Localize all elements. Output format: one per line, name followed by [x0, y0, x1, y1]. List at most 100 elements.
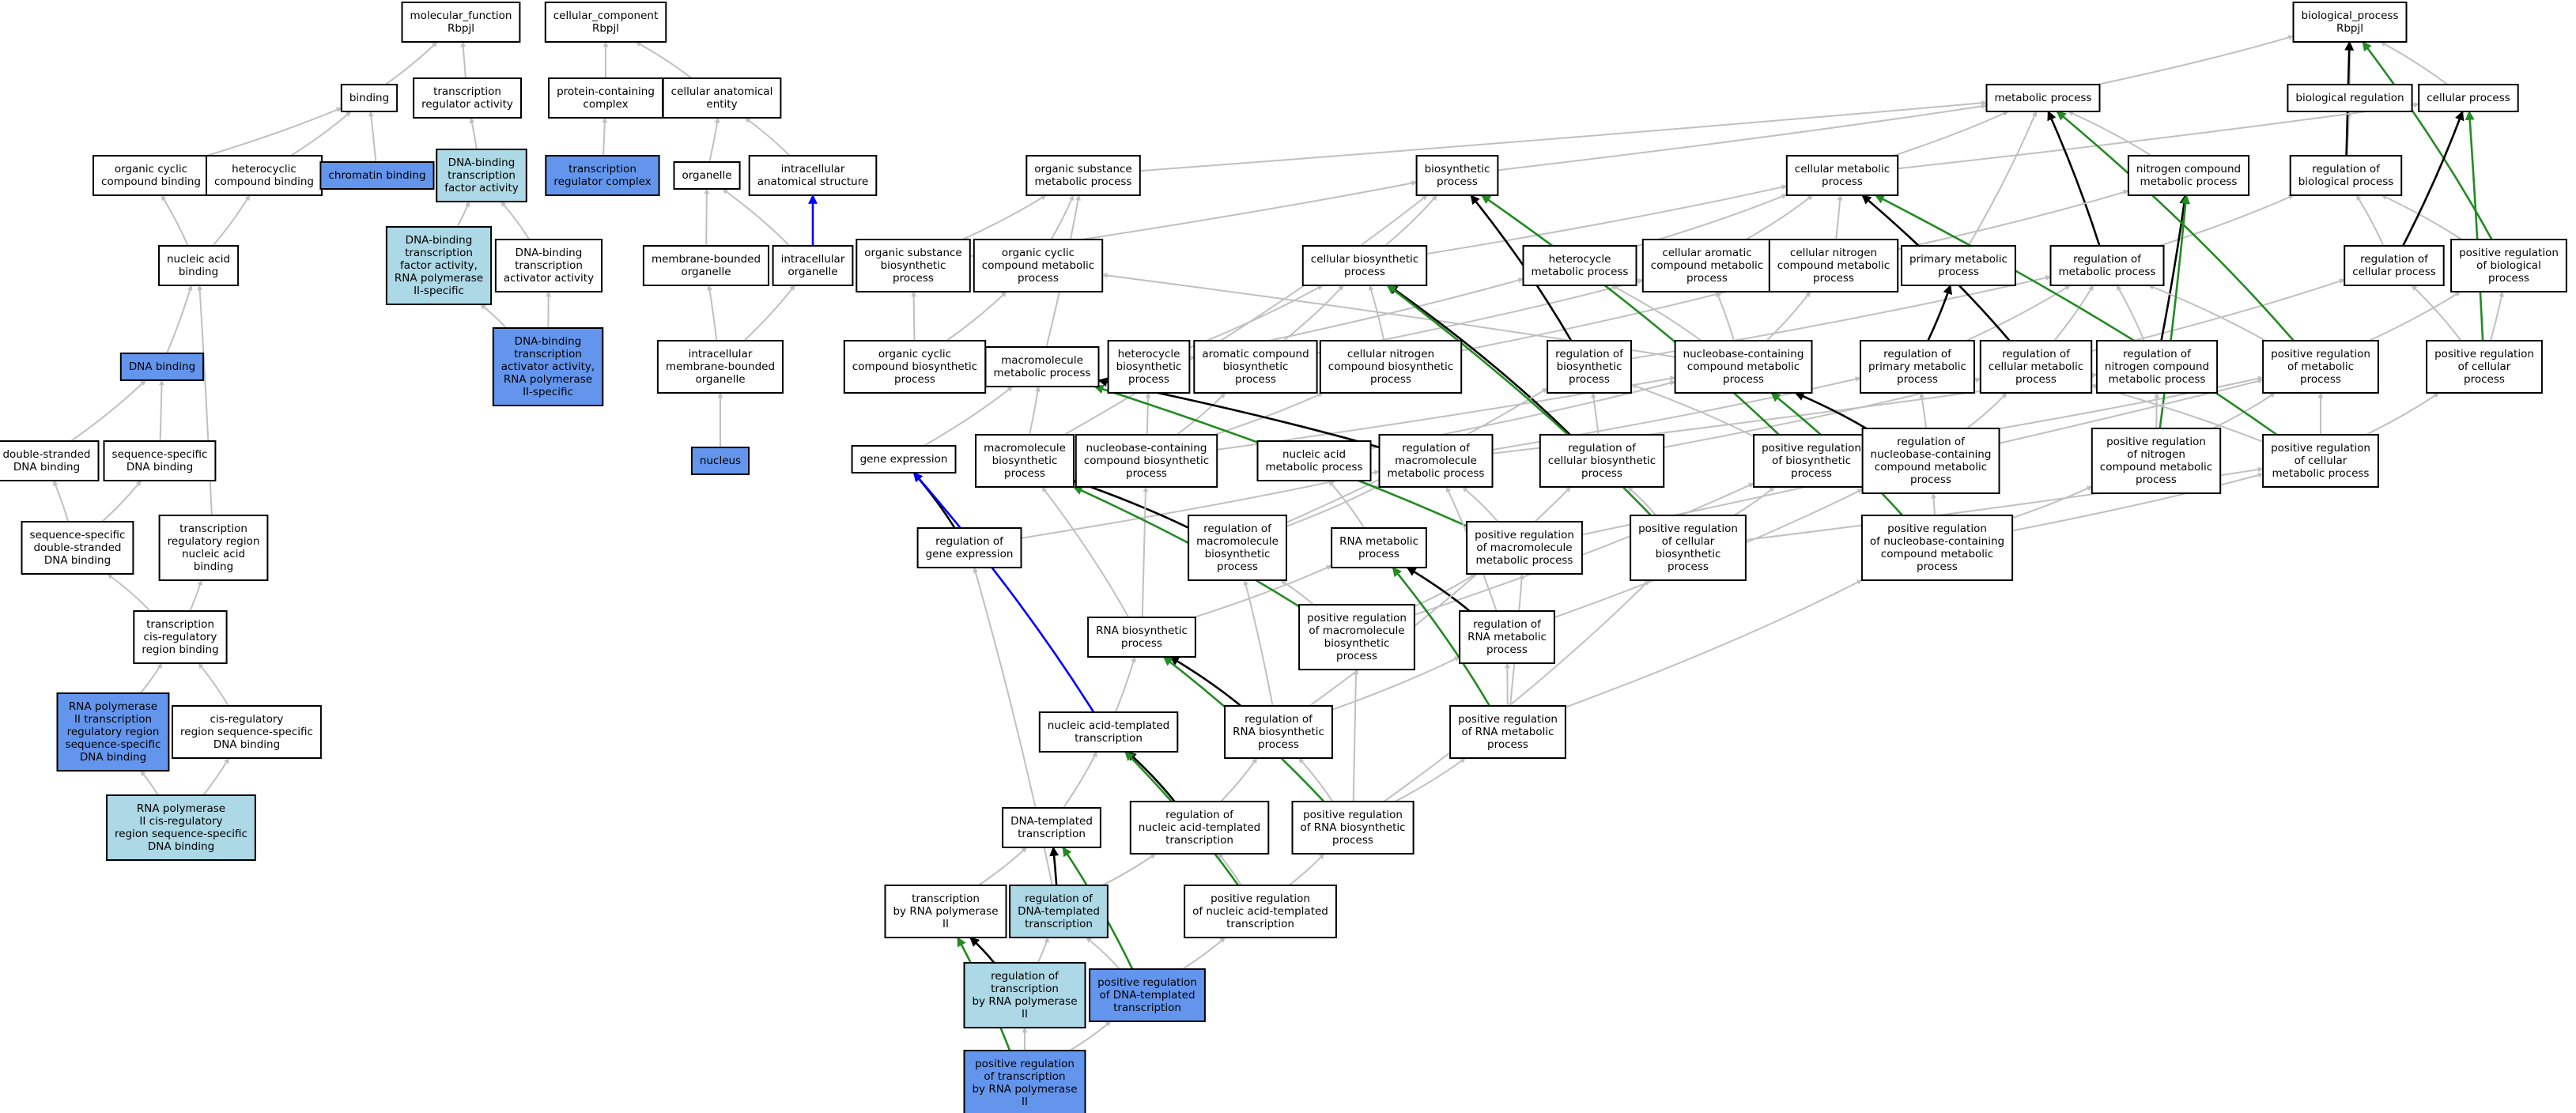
go-term-label-line: molecular_function — [410, 9, 512, 22]
go-term-label-line: intracellular — [781, 253, 845, 266]
go-term-box — [492, 327, 604, 406]
go-term-label-line: biosynthetic — [1557, 360, 1622, 373]
go-term-box — [1985, 84, 2101, 112]
go-term-label-line: DNA binding — [213, 738, 280, 751]
go-term-label-line: process — [1126, 467, 1167, 480]
go-term-label-line: cellular aromatic — [1662, 247, 1751, 259]
go-term-label-line: process — [1336, 650, 1377, 662]
go-term-box — [1979, 340, 2093, 394]
go-term-box — [21, 521, 134, 575]
go-term-label-line: DNA-templated — [1018, 905, 1100, 918]
go-term-label-line: of RNA biosynthetic — [1300, 821, 1405, 834]
go-term-label-line: process — [1487, 738, 1528, 751]
go-term-box — [436, 149, 527, 202]
go-term-label-line: of transcription — [984, 1070, 1065, 1083]
go-term-label-line: heterocyclic — [232, 163, 297, 175]
go-term-box — [2049, 245, 2165, 286]
go-term-label-line: organic cyclic — [878, 348, 951, 360]
go-term-box — [1753, 434, 1870, 488]
edge-prmbp-to-rmbp — [1280, 579, 1314, 606]
go-term-label-line: transcription — [1018, 828, 1086, 840]
go-term-label-line: II cis-regulatory — [139, 815, 222, 828]
go-term-box — [1860, 515, 2014, 581]
edge-cncmp-to-cmp — [1835, 194, 1843, 240]
go-term-label-line: process — [1938, 266, 1979, 278]
go-term-box — [1768, 239, 1899, 292]
edge-io-to-organelle — [722, 188, 791, 247]
go-term-box — [545, 155, 660, 196]
edge-tcrb-to-ssds — [107, 573, 151, 612]
go-term-label-line: chromatin binding — [328, 169, 425, 182]
go-term-label-line: transcription — [515, 259, 583, 272]
go-term-box — [103, 440, 217, 481]
go-term-label-line: RNA biosynthetic — [1233, 726, 1324, 738]
go-term-label-line: of cellular — [2295, 455, 2347, 467]
go-term-label-line: factor activity, — [400, 259, 478, 272]
go-term-label-line: process — [1822, 175, 1863, 188]
go-term-label-line: of macromolecule — [1309, 624, 1404, 637]
go-term-box — [1331, 527, 1427, 568]
go-term-label-line: II-specific — [414, 285, 464, 297]
go-term-label-line: regulation of — [1025, 892, 1093, 905]
go-term-label-line: of nucleic acid-templated — [1192, 905, 1328, 918]
go-term-label-line: DNA binding — [129, 360, 195, 373]
edge-prcbp-to-rcbp — [1627, 486, 1657, 516]
edge-prcbp-to-prbsp — [1733, 486, 1775, 516]
edge-prncmp-to-prmp — [2212, 392, 2276, 429]
edge-mp-to-bp — [2097, 35, 2295, 85]
go-term-box — [56, 692, 170, 772]
go-term-box — [642, 245, 770, 286]
go-term-label-line: region binding — [142, 643, 218, 656]
go-term-box — [106, 794, 256, 861]
edge-prncmp-to-ncmp — [2159, 194, 2191, 429]
go-term-box — [1184, 885, 1337, 938]
go-term-label-line: of biosynthetic — [1772, 455, 1851, 467]
go-term-label-line: process — [1791, 467, 1832, 480]
go-term-box — [1089, 968, 1206, 1022]
go-term-box — [963, 1050, 1086, 1113]
edge-rcp-to-cp — [2401, 110, 2465, 247]
edge-rnabp-to-rnamp — [1194, 564, 1332, 618]
go-term-label-line: regulation of — [1473, 618, 1542, 631]
go-term-label-line: transcription — [146, 618, 214, 631]
go-term-label-line: transcription — [433, 85, 501, 98]
edge-nab-to-ocb — [161, 194, 189, 247]
go-term-label-line: II — [1022, 1008, 1028, 1021]
go-term-label-line: process — [1018, 272, 1059, 285]
go-term-label-line: compound metabolic — [1881, 548, 1993, 560]
go-term-label-line: process — [893, 272, 934, 285]
go-term-box — [93, 155, 210, 196]
go-term-node-breg: biological regulation — [2287, 84, 2413, 112]
go-term-label-line: process — [1917, 560, 1958, 573]
edge-cncmp-to-ncmp — [1897, 189, 2129, 251]
go-term-label-line: regulation of — [1165, 809, 1234, 821]
edge-ge-to-mmp — [923, 386, 1014, 447]
edge-prnatt-to-prrnabp — [1288, 853, 1325, 886]
go-term-box — [656, 340, 784, 394]
go-term-label-line: RNA metabolic — [1467, 631, 1547, 643]
go-term-label-line: organelle — [681, 266, 731, 278]
edge-rp2cr-to-crssdb — [202, 757, 230, 796]
go-term-label-line: process — [2136, 473, 2177, 486]
go-term-label-line: process — [1235, 373, 1276, 386]
go-term-label-line: metabolic process — [1388, 467, 1485, 480]
go-term-box — [385, 226, 493, 305]
go-term-label-line: intracellular — [781, 163, 845, 175]
go-term-label-line: organic substance — [1034, 163, 1131, 175]
go-term-box — [1193, 340, 1318, 394]
